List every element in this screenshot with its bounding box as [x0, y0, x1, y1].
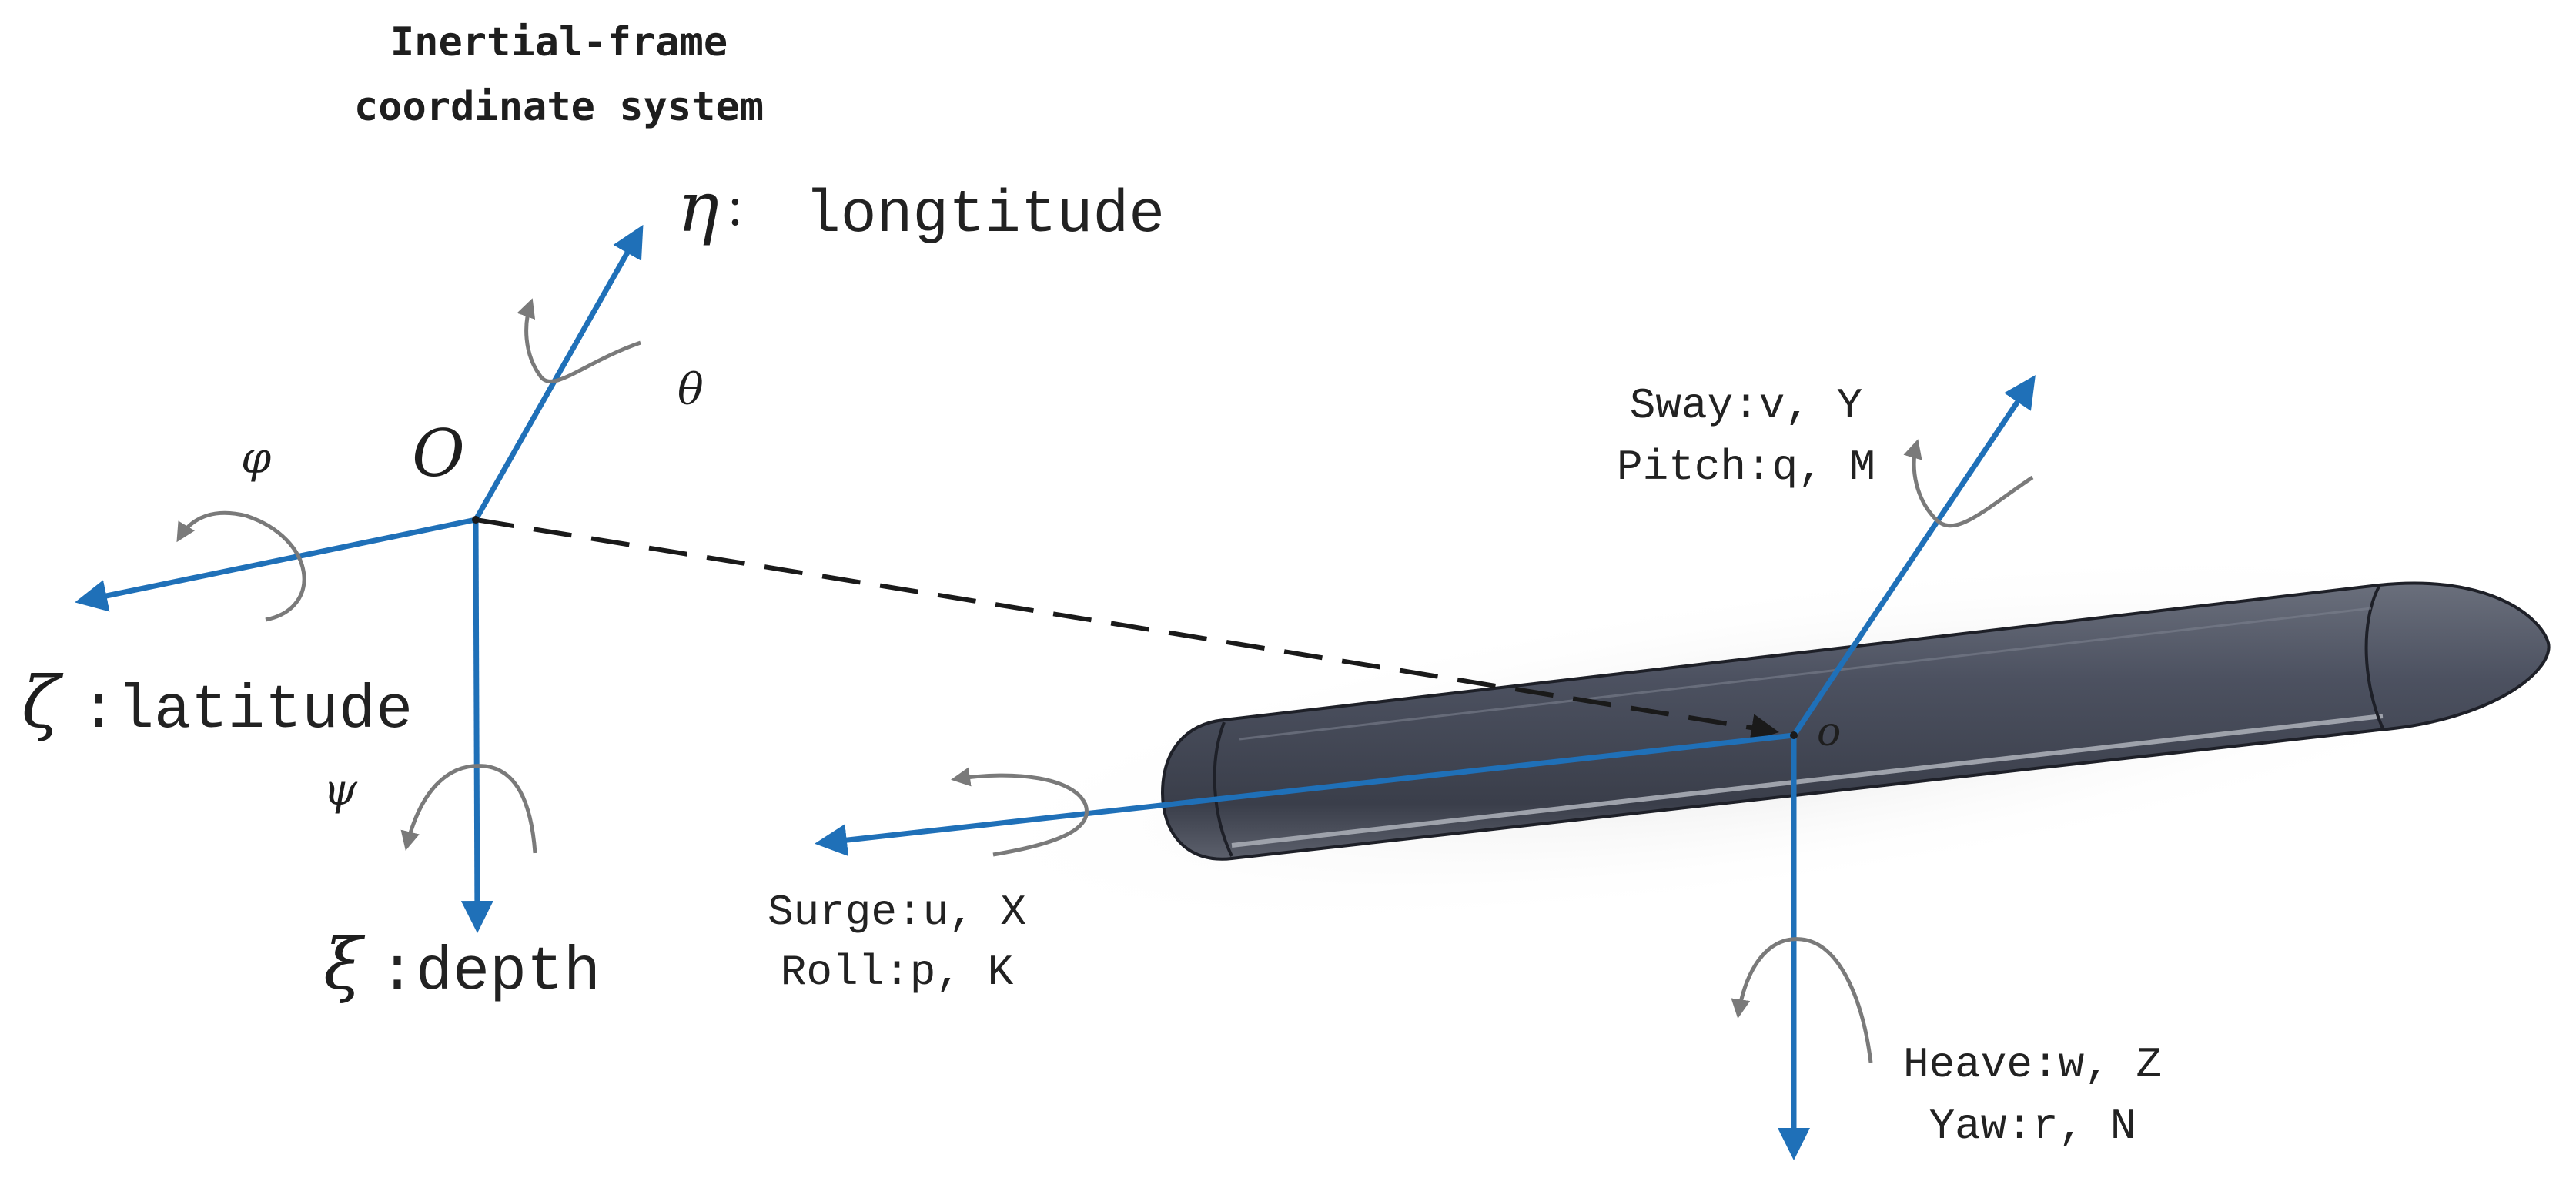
inertial-origin-label: O	[412, 416, 465, 491]
theta-label: θ	[677, 365, 704, 415]
inertial-origin-point	[472, 516, 480, 524]
surge-axis	[815, 732, 1795, 857]
body-origin-label: o	[1817, 709, 1841, 755]
theta-rotation-arrow	[517, 298, 641, 383]
phi-label: φ	[241, 433, 271, 484]
xi-label: :depth	[379, 938, 601, 1008]
body-axes	[815, 375, 2036, 1160]
sway-label: Sway:v, Y	[1630, 381, 1862, 430]
roll-label: Roll:p, K	[781, 948, 1014, 997]
hull-nose-cap-seam	[2364, 586, 2384, 729]
zeta-label: :latitude	[80, 676, 413, 746]
psi-label: ψ	[323, 765, 358, 815]
hull-body	[1160, 581, 2551, 861]
sway-axis	[1791, 375, 2036, 737]
zeta-symbol: ζ	[22, 661, 64, 744]
yaw-label: Yaw:r, N	[1929, 1102, 2136, 1151]
xi-symbol: ξ	[323, 923, 366, 1006]
xi-axis	[460, 519, 493, 933]
heave-label: Heave:w, Z	[1903, 1040, 2162, 1089]
title-line-2: coordinate system	[354, 84, 764, 130]
eta-symbol: η	[677, 167, 719, 248]
zeta-axis	[75, 517, 477, 612]
surge-label: Surge:u, X	[768, 888, 1026, 937]
title-line-1: Inertial-frame	[390, 19, 728, 65]
eta-separator: :	[728, 176, 743, 237]
body-origin-point	[1790, 731, 1798, 739]
pitch-rotation-arrow	[1903, 439, 2034, 528]
phi-rotation-arrow	[176, 510, 306, 622]
dashed-link-arrow	[475, 517, 1779, 741]
hull-tail-cap-seam	[1213, 721, 1233, 857]
roll-rotation-arrow	[951, 767, 1089, 857]
inertial-axes	[75, 224, 644, 933]
psi-rotation-arrow	[400, 764, 537, 854]
yaw-rotation-arrow	[1731, 937, 1873, 1063]
eta-label: longtitude	[805, 182, 1165, 249]
hull-bottom-stripe	[1231, 714, 2384, 848]
eta-axis	[473, 224, 644, 521]
pitch-label: Pitch:q, M	[1617, 443, 1875, 492]
hull-top-highlight	[1239, 607, 2372, 741]
